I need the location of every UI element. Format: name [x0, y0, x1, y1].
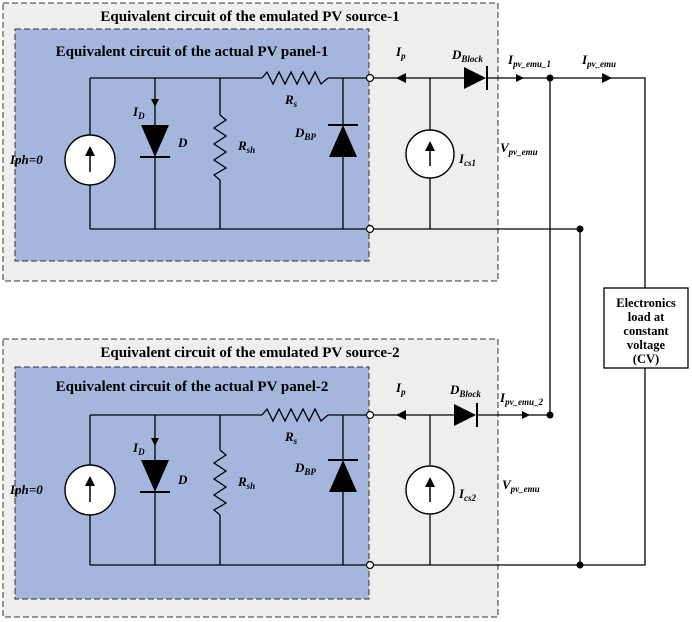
terminal-top-1	[365, 73, 375, 83]
iph-label-2: Iph=0	[9, 482, 43, 497]
ics-label-1: Ics1	[458, 151, 476, 168]
id-label-1: ID	[132, 104, 145, 121]
diode-dblock-1	[464, 67, 486, 89]
diode-dblock-2	[454, 404, 476, 426]
rsh-label-2: Rsh	[237, 474, 255, 491]
ipv-emu-label: Ipv_emu	[581, 52, 616, 69]
ipv-emu-1-label: Ipv_emu_1	[507, 52, 551, 69]
load-line-3: constant	[623, 324, 669, 338]
id-label-2: ID	[132, 440, 145, 457]
current-arrow-ipv-emu-2	[522, 411, 530, 419]
ipv-emu-2-label: Ipv_emu_2	[499, 390, 544, 407]
rs-label-1: Rs	[284, 92, 298, 109]
terminal-top-2	[365, 410, 375, 420]
current-arrow-ip-1	[396, 73, 406, 83]
ip-label-1: Ip	[395, 44, 406, 61]
iph-label-1: Iph=0	[9, 152, 43, 167]
current-arrow-ipv-emu	[602, 73, 612, 83]
current-arrow-ip-2	[396, 410, 406, 420]
diode-dbp-1	[329, 125, 357, 157]
load-line-2: load at	[628, 310, 665, 324]
inner-title-1: Equivalent circuit of the actual PV pane…	[56, 44, 329, 60]
load-line-5: (CV)	[633, 352, 659, 366]
inner-title-2: Equivalent circuit of the actual PV pane…	[56, 379, 329, 395]
resistor-rsh-2	[212, 449, 228, 516]
junction-dot	[576, 225, 584, 233]
inner-box-1	[14, 28, 370, 262]
dbp-label-2: DBP	[294, 460, 316, 477]
diode-d-2	[141, 460, 169, 492]
rsh-label-1: Rsh	[237, 138, 255, 155]
current-arrow-ipv-emu-1	[516, 74, 524, 82]
resistor-rsh-1	[212, 114, 228, 181]
junction-dot	[576, 561, 584, 569]
load-box	[603, 287, 689, 369]
diode-dbp-2	[329, 460, 357, 492]
emulated-pv-source-2: Equivalent circuit of the emulated PV so…	[2, 338, 646, 618]
terminal-bottom-1	[365, 224, 375, 234]
wire-bottom-rail-2	[90, 368, 646, 566]
junction-dot	[546, 74, 554, 82]
wire-top-rail-1	[90, 77, 646, 288]
diode-d-label-2: D	[177, 472, 188, 487]
resistor-rs-2	[261, 407, 329, 423]
current-arrow-id-1	[151, 99, 159, 107]
rs-label-2: Rs	[284, 429, 298, 446]
arrow-head-icon	[425, 141, 435, 151]
vpv-label-1: Vpv_emu	[500, 140, 538, 157]
diode-d-1	[141, 125, 169, 157]
dblock-label-1: DBlock	[451, 47, 483, 64]
outer-title-1: Equivalent circuit of the emulated PV so…	[100, 9, 399, 25]
diode-d-label-1: D	[177, 135, 188, 150]
electronic-load: Electronics load at constant voltage (CV…	[603, 287, 689, 369]
current-arrow-id-2	[151, 438, 159, 446]
arrow-head-icon	[425, 477, 435, 487]
terminal-bottom-2	[365, 560, 375, 570]
dblock-label-2: DBlock	[449, 382, 481, 399]
dbp-label-1: DBP	[294, 125, 316, 142]
outer-title-2: Equivalent circuit of the emulated PV so…	[100, 345, 399, 361]
vpv-label-2: Vpv_emu	[502, 477, 540, 494]
emulated-pv-source-1: Equivalent circuit of the emulated PV so…	[2, 2, 646, 288]
load-line-1: Electronics	[616, 296, 676, 310]
resistor-rs-1	[261, 70, 329, 86]
arrow-head-icon	[85, 146, 95, 156]
junction-dot	[546, 411, 554, 419]
ics-label-2: Ics2	[458, 486, 477, 503]
load-line-4: voltage	[627, 338, 666, 352]
arrow-head-icon	[85, 476, 95, 486]
ip-label-2: Ip	[395, 380, 406, 397]
